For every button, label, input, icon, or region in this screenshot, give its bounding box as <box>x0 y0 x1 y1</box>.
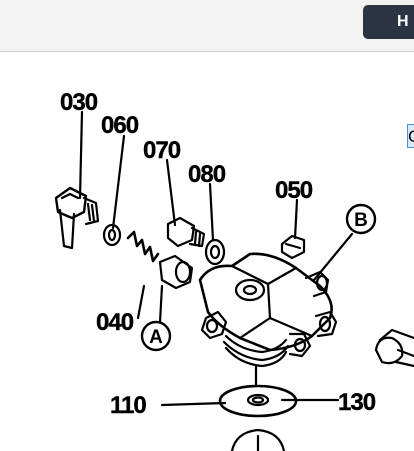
diagram-svg: 030 060 070 080 050 040 110 130 B A <box>54 89 414 451</box>
side-link[interactable]: C <box>407 124 414 148</box>
marker-a: A <box>149 327 163 348</box>
callout-030: 030 <box>60 89 98 116</box>
callout-130: 130 <box>338 389 376 416</box>
toolbar-button[interactable]: H <box>363 5 414 39</box>
parts-diagram: 030 060 070 080 050 040 110 130 B A <box>0 52 414 451</box>
marker-b: B <box>354 210 368 231</box>
callout-110: 110 <box>110 392 146 419</box>
callout-080: 080 <box>188 161 226 188</box>
callout-040: 040 <box>96 309 134 336</box>
callout-070: 070 <box>143 137 181 164</box>
top-toolbar: H <box>0 0 414 52</box>
callout-060: 060 <box>101 112 139 139</box>
callout-050: 050 <box>275 177 313 204</box>
